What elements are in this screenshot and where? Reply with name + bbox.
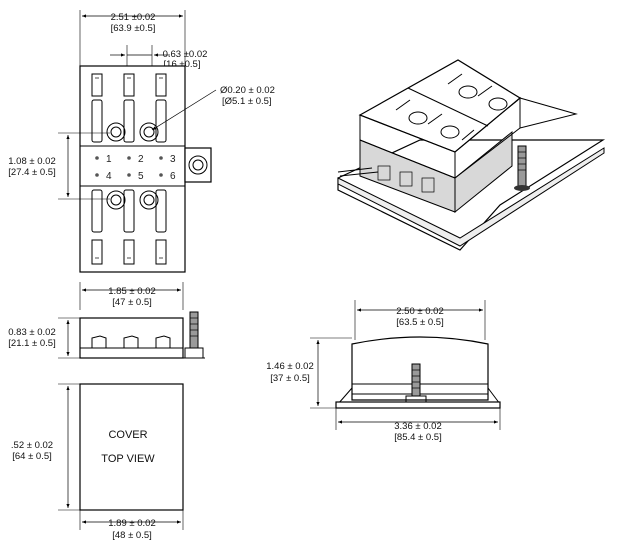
hole-leader: [151, 89, 217, 131]
front-height-dim: 1.46 ± 0.02: [266, 361, 313, 372]
top-height-dim: 1.08 ± 0.02: [8, 156, 55, 167]
top-height-dim-mm: [27.4 ± 0.5]: [8, 167, 55, 178]
stud-hole-1: [106, 122, 126, 142]
bottom-terminals: [91, 239, 167, 265]
pin-2: 2: [138, 154, 144, 165]
cover-outline: [79, 383, 184, 511]
side-height-dim-mm: [21.1 ± 0.5]: [8, 338, 55, 349]
front-height-dim-mm: [37 ± 0.5]: [270, 373, 310, 384]
pin-1: 1: [106, 154, 112, 165]
front-base: [335, 401, 501, 409]
front-top-dim: 2.50 ± 0.02: [396, 306, 443, 317]
cover-label-2: TOP VIEW: [101, 453, 155, 465]
isometric-view: [337, 59, 606, 251]
side-view: 1.85 ± 0.02 [47 ± 0.5] 0.83 ± 0.02 [21.1…: [8, 282, 205, 359]
top-view: 2.51 ±0.02 [63.9 ±0.5] 0.63 ±0.02 [16 ±0…: [8, 10, 275, 273]
side-body: [79, 317, 184, 359]
pin-numbers: 1 2 3 4 5 6: [95, 154, 176, 182]
stud-hole-4: [139, 190, 159, 210]
iso-cover-top: [358, 59, 522, 153]
spacing-dim-mm: [16 ±0.5]: [164, 59, 201, 70]
stud-hole-3: [106, 190, 126, 210]
hole-dim-mm: [Ø5.1 ± 0.5]: [222, 96, 272, 107]
top-terminals: [91, 73, 167, 97]
cover-width-dim: 1.89 ± 0.02: [108, 518, 155, 529]
top-width-dim-mm: [63.9 ±0.5]: [111, 23, 156, 34]
hole-dim: Ø0.20 ± 0.02: [220, 85, 275, 96]
cover-width-dim-mm: [48 ± 0.5]: [112, 530, 152, 541]
front-base-dim: 3.36 ± 0.02: [394, 421, 441, 432]
side-width-dim-mm: [47 ± 0.5]: [112, 297, 152, 308]
cover-height-dim: .52 ± 0.02: [11, 440, 53, 451]
front-top-dim-mm: [63.5 ± 0.5]: [396, 317, 443, 328]
spacing-dim: 0.63 ±0.02: [163, 49, 208, 60]
stud-hole-2: [139, 122, 159, 142]
front-view: 2.50 ± 0.02 [63.5 ± 0.5] 1.46 ± 0.02 [37…: [266, 300, 501, 443]
pin-4: 4: [106, 171, 112, 182]
front-base-dim-mm: [85.4 ± 0.5]: [394, 432, 441, 443]
iso-block-side: [454, 130, 513, 214]
pin-5: 5: [138, 171, 144, 182]
cover-height-dim-mm: [64 ± 0.5]: [12, 451, 52, 462]
top-width-dim: 2.51 ±0.02: [111, 12, 156, 23]
cover-label: COVER: [108, 429, 147, 441]
cover-view: COVER TOP VIEW .52 ± 0.02 [64 ± 0.5] 1.8…: [11, 383, 184, 541]
pin-6: 6: [170, 171, 176, 182]
side-width-dim: 1.85 ± 0.02: [108, 286, 155, 297]
side-height-dim: 0.83 ± 0.02: [8, 327, 55, 338]
fuse-block-body: [79, 65, 186, 273]
pin-3: 3: [170, 154, 176, 165]
